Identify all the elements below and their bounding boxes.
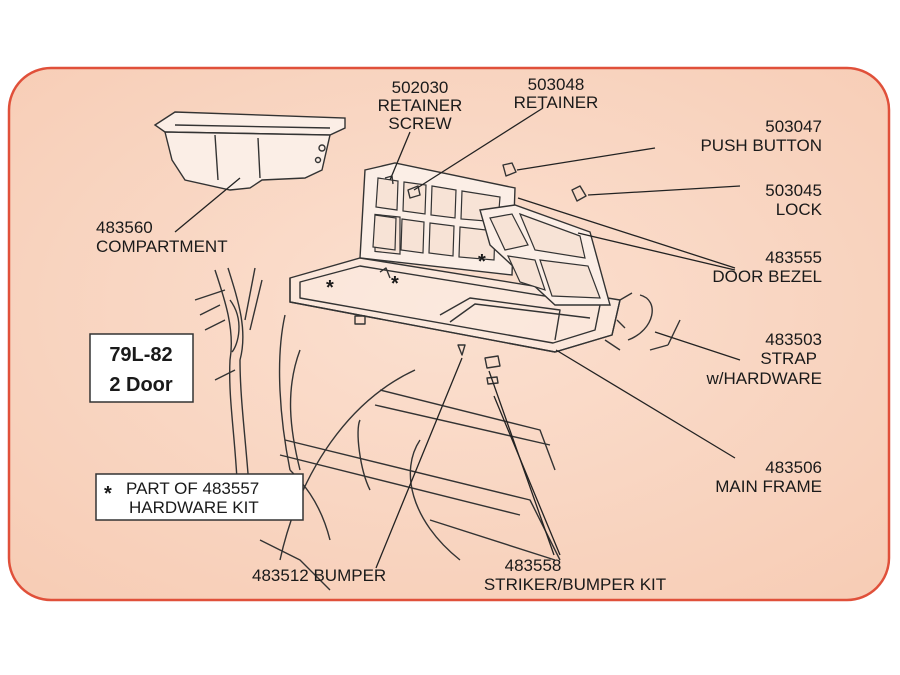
svg-text:STRIKER/BUMPER KIT: STRIKER/BUMPER KIT (484, 575, 666, 594)
svg-text:503047: 503047 (765, 117, 822, 136)
striker-part (484, 355, 501, 369)
svg-text:HARDWARE KIT: HARDWARE KIT (129, 498, 259, 517)
part-label-483503: 483503 STRAP w/HARDWARE (705, 330, 822, 388)
svg-text:483503: 483503 (765, 330, 822, 349)
door-bezel-drawing (479, 204, 611, 306)
push-button-part (502, 162, 517, 177)
svg-text:RETAINER: RETAINER (378, 96, 463, 115)
svg-text:79L-82: 79L-82 (109, 344, 172, 366)
svg-text:RETAINER: RETAINER (514, 93, 599, 112)
bumper-part (457, 344, 466, 356)
part-label-483560: 483560 COMPARTMENT (96, 218, 228, 256)
part-label-503045: 503045 LOCK (765, 181, 822, 219)
svg-text:483558: 483558 (505, 556, 562, 575)
part-label-483512: 483512 BUMPER (252, 566, 386, 585)
asterisk-marker: * (478, 251, 486, 273)
svg-text:w/HARDWARE: w/HARDWARE (705, 369, 822, 388)
part-label-502030: 502030 RETAINER SCREW (378, 78, 463, 133)
svg-text:PART OF 483557: PART OF 483557 (126, 479, 259, 498)
svg-text:PUSH BUTTON: PUSH BUTTON (700, 136, 822, 155)
svg-text:DOOR BEZEL: DOOR BEZEL (712, 267, 822, 286)
leader-lines (174, 107, 741, 569)
svg-text:STRAP: STRAP (760, 349, 817, 368)
part-label-503048: 503048 RETAINER (514, 75, 599, 112)
diagram-frame (7, 66, 891, 602)
door-panel-drawing (359, 162, 516, 276)
hardware-kit-note-box: * PART OF 483557 HARDWARE KIT (95, 473, 304, 521)
part-label-483506: 483506 MAIN FRAME (715, 458, 822, 496)
strap-part (627, 294, 653, 341)
model-year-box: 79L-82 2 Door (89, 333, 194, 403)
svg-text:SCREW: SCREW (388, 114, 451, 133)
svg-text:483506: 483506 (765, 458, 822, 477)
asterisk-marker: * (391, 273, 399, 295)
lock-part (571, 185, 587, 202)
main-frame-drawing (289, 257, 621, 353)
compartment-tub-drawing (153, 111, 346, 191)
svg-text:*: * (104, 483, 112, 505)
part-label-483555: 483555 DOOR BEZEL (712, 248, 822, 286)
car-body-drawing (194, 267, 561, 591)
svg-text:483555: 483555 (765, 248, 822, 267)
svg-text:503048: 503048 (528, 75, 585, 94)
svg-text:LOCK: LOCK (776, 200, 823, 219)
svg-text:COMPARTMENT: COMPARTMENT (96, 237, 228, 256)
asterisk-marker: * (326, 277, 334, 299)
svg-text:MAIN FRAME: MAIN FRAME (715, 477, 822, 496)
svg-text:503045: 503045 (765, 181, 822, 200)
svg-text:502030: 502030 (392, 78, 449, 97)
svg-text:483560: 483560 (96, 218, 153, 237)
part-label-483558: 483558 STRIKER/BUMPER KIT (484, 556, 666, 594)
part-label-503047: 503047 PUSH BUTTON (700, 117, 822, 155)
svg-text:2 Door: 2 Door (109, 374, 173, 396)
